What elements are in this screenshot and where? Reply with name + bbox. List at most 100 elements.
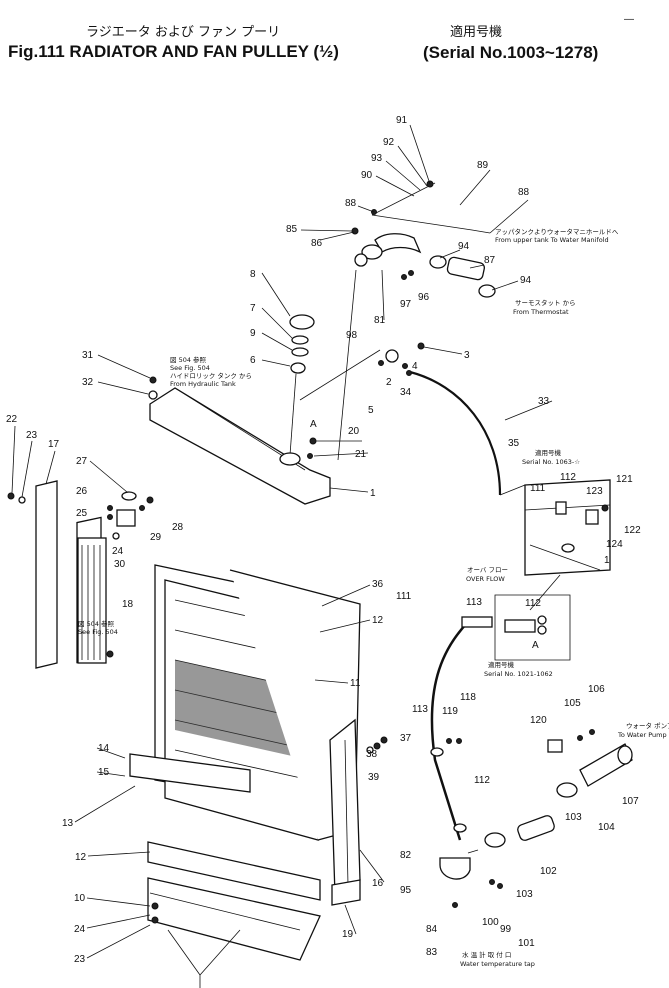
lower-hose-assembly <box>430 616 633 908</box>
note-see504-left: See Fig. 504 <box>78 628 118 636</box>
clamp-112 <box>453 823 467 833</box>
note-thermo-jp: サーモスタット から <box>515 298 576 307</box>
note-serial1063: Serial No. 1063-☆ <box>522 458 580 466</box>
washer-32 <box>148 390 158 400</box>
callout-26: 26 <box>76 486 88 497</box>
callout-120: 120 <box>530 715 547 726</box>
callout-111: 111 <box>530 483 546 494</box>
callout-9: 9 <box>250 328 256 339</box>
callout-100: 100 <box>482 917 499 928</box>
callout-21: 21 <box>355 449 367 460</box>
inset-serial-1063 <box>524 479 611 611</box>
note-thermo: From Thermostat <box>513 308 569 316</box>
callout-28: 28 <box>172 522 184 533</box>
callout-4: 4 <box>412 361 418 372</box>
bracket-19 <box>331 879 361 906</box>
callout-15: 15 <box>98 767 110 778</box>
note-overflow: OVER FLOW <box>466 575 505 583</box>
callout-25: 25 <box>76 508 88 519</box>
callout-103: 103 <box>565 812 582 823</box>
title-japanese: ラジエータ および ファン プーリ <box>86 25 280 40</box>
callout-24: 24 <box>112 546 124 557</box>
left-side-frame <box>7 480 114 669</box>
ring-9 <box>291 347 309 357</box>
callout-11: 11 <box>350 678 361 689</box>
callout-84: 84 <box>426 924 438 935</box>
upper-hose-assembly <box>337 180 496 461</box>
inset-tube <box>504 619 536 633</box>
radiator-core <box>129 564 361 988</box>
callout-5: 5 <box>368 405 374 416</box>
callout-123: 123 <box>586 486 603 497</box>
callout-24b: 24 <box>74 924 86 935</box>
callout-7: 7 <box>250 303 256 314</box>
note-serial1063-jp: 適用号機 <box>535 448 562 457</box>
oil-cooler-core <box>77 537 107 664</box>
callout-88: 88 <box>345 198 357 209</box>
callout-86: 86 <box>311 238 323 249</box>
callout-33: 33 <box>538 396 550 407</box>
callout-96: 96 <box>418 292 430 303</box>
filler-cap-stack <box>289 314 315 456</box>
callout-121: 121 <box>616 474 633 485</box>
gasket-12 <box>147 841 321 901</box>
callout-106: 106 <box>588 684 605 695</box>
hose-clamp-103 <box>484 832 506 848</box>
bolt-3 <box>417 342 425 350</box>
callout-103b: 103 <box>516 889 533 900</box>
note-see504-left-jp: 図 504 参照 <box>78 619 115 628</box>
callout-37: 37 <box>400 733 412 744</box>
upper-tank <box>148 349 381 505</box>
gasket-7 <box>291 335 309 345</box>
note-waterpump: To Water Pump <box>617 731 667 739</box>
bracket-120 <box>547 739 563 753</box>
callout-105: 105 <box>564 698 581 709</box>
callout-81: 81 <box>374 315 386 326</box>
callout-87: 87 <box>484 255 496 266</box>
callout-35: 35 <box>508 438 520 449</box>
callout-1b: 1 <box>604 555 610 566</box>
note-hydraulic-jp: ハイドロリック タンク から <box>170 371 252 380</box>
callout-101: 101 <box>518 938 535 949</box>
callout-94b: 94 <box>520 275 532 286</box>
callout-102: 102 <box>540 866 557 877</box>
clamp-113b <box>430 747 444 757</box>
callout-13: 13 <box>62 818 74 829</box>
drain-cock <box>107 491 154 540</box>
bolt-85 <box>351 227 359 235</box>
callout-112: 112 <box>560 472 576 483</box>
callout-19: 19 <box>342 929 354 940</box>
hose-102 <box>517 815 555 841</box>
callout-23: 23 <box>26 430 38 441</box>
callout-14: 14 <box>98 743 110 754</box>
figure-title: Fig.111 RADIATOR AND FAN PULLEY (½) <box>8 42 339 61</box>
callout-10: 10 <box>74 893 86 904</box>
frame-17 <box>35 480 58 669</box>
callout-119: 119 <box>442 706 458 717</box>
callout-3: 3 <box>464 350 470 361</box>
callout-32: 32 <box>82 377 94 388</box>
callout-94: 94 <box>458 241 470 252</box>
callout-91: 91 <box>396 115 408 126</box>
callout-12b: 12 <box>75 852 87 863</box>
note-waterpump-jp: ウォータ ポンプ へ <box>626 721 669 730</box>
callout-29: 29 <box>150 532 162 543</box>
callout-90: 90 <box>361 170 373 181</box>
overflow-pipe <box>378 342 526 496</box>
corner-mark: — <box>624 14 634 25</box>
callout-93: 93 <box>371 153 383 164</box>
callouts: 91 92 93 90 89 88 86 88 85 94 87 94 96 9… <box>6 115 641 965</box>
letter-a-upper: A <box>310 419 317 430</box>
callout-92: 92 <box>383 137 395 148</box>
callout-38: 38 <box>366 749 378 760</box>
note-see504-top-jp: 図 504 参照 <box>170 355 207 364</box>
callout-31: 31 <box>82 350 94 361</box>
plate-13 <box>129 753 251 793</box>
drain-valve-24 <box>116 509 136 527</box>
note-upper-jp: アッパタンクよりウォータマニホールドへ <box>495 227 619 236</box>
o-ring-107 <box>617 745 633 765</box>
callout-111b: 111 <box>396 591 412 602</box>
callout-6: 6 <box>250 355 256 366</box>
callout-88b: 88 <box>518 187 530 198</box>
